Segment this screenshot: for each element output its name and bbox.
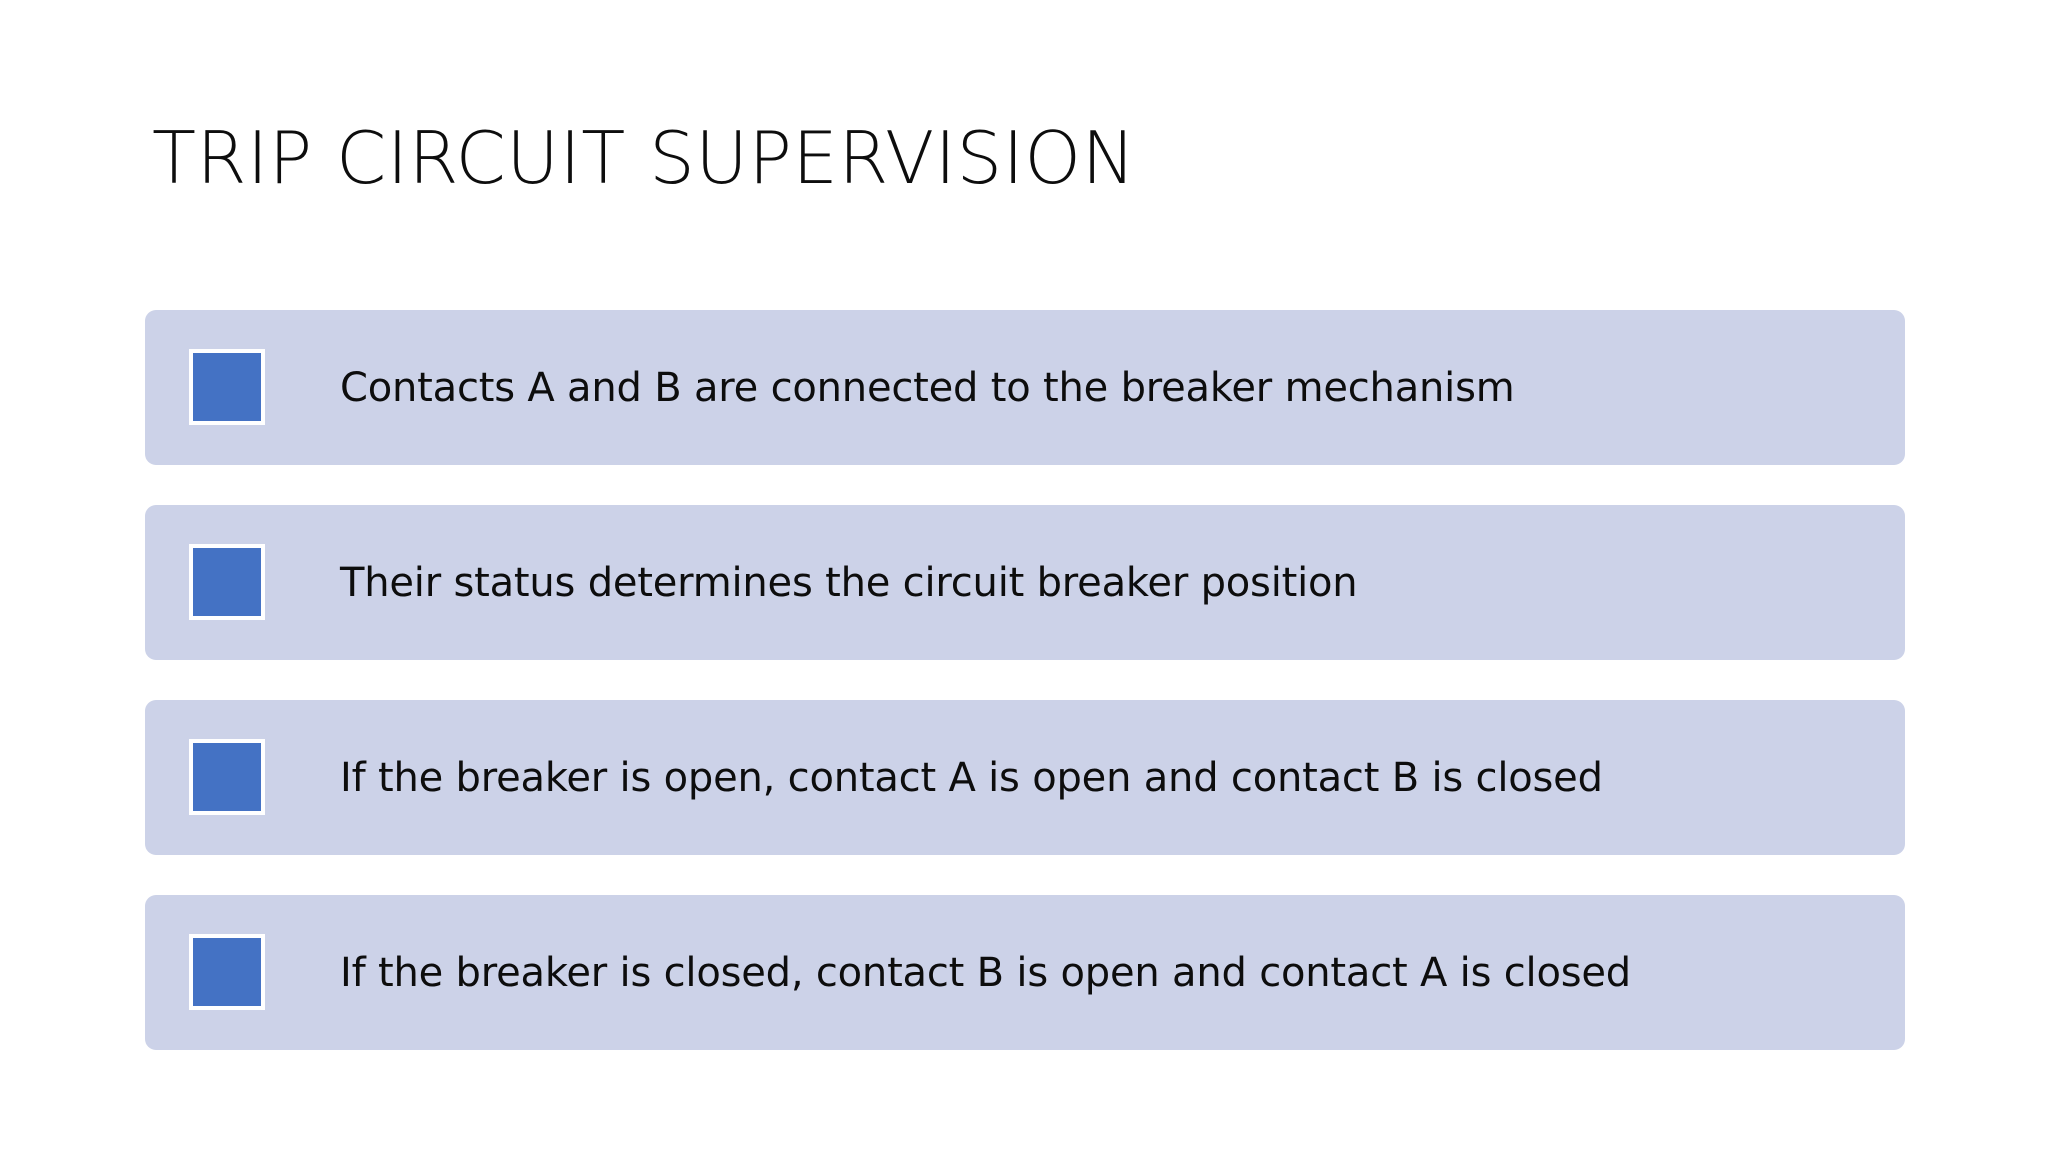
blue-square-bullet-icon: [189, 349, 265, 425]
list-item[interactable]: Contacts A and B are connected to the br…: [145, 310, 1905, 465]
page-title: TRIP CIRCUIT SUPERVISION: [152, 116, 1136, 200]
list-item[interactable]: Their status determines the circuit brea…: [145, 505, 1905, 660]
list-item-label: If the breaker is closed, contact B is o…: [340, 949, 1631, 996]
list-item[interactable]: If the breaker is closed, contact B is o…: [145, 895, 1905, 1050]
list-item-label: Contacts A and B are connected to the br…: [340, 364, 1515, 411]
list-item[interactable]: If the breaker is open, contact A is ope…: [145, 700, 1905, 855]
blue-square-bullet-icon: [189, 739, 265, 815]
bullet-list: Contacts A and B are connected to the br…: [145, 310, 1905, 1050]
list-item-label: Their status determines the circuit brea…: [340, 559, 1358, 606]
blue-square-bullet-icon: [189, 544, 265, 620]
blue-square-bullet-icon: [189, 934, 265, 1010]
list-item-label: If the breaker is open, contact A is ope…: [340, 754, 1603, 801]
